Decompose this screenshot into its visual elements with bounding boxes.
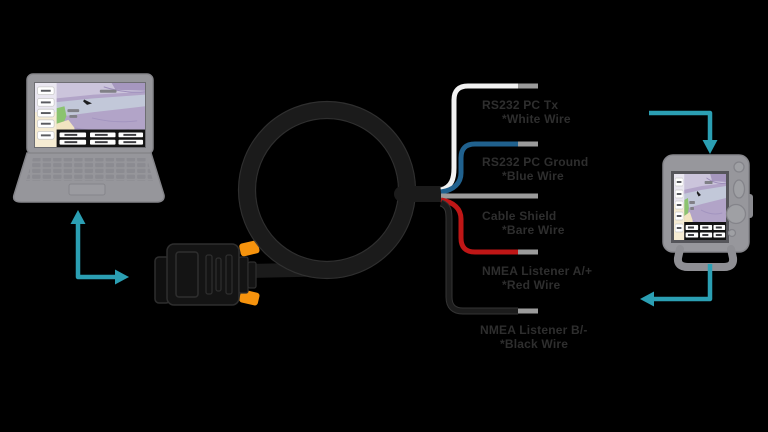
connector-body — [166, 243, 240, 306]
wire-label-rs232-pc-tx: RS232 PC Tx *White Wire — [482, 98, 571, 126]
wire-red — [440, 197, 518, 255]
arrowhead-up — [70, 210, 86, 224]
laptop-touchpad — [68, 183, 106, 196]
wire-label-sub: *Red Wire — [502, 278, 561, 292]
arrowhead-down — [702, 140, 718, 154]
gps-chartplotter-map — [674, 174, 726, 240]
connector-strain-relief — [247, 261, 257, 289]
connector-slot — [205, 254, 213, 295]
arrowhead-left — [640, 291, 654, 307]
wire-label-rs232-pc-ground: RS232 PC Ground *Blue Wire — [482, 155, 588, 183]
wire-label-sub: *Bare Wire — [502, 223, 565, 237]
wire-label-title: NMEA Listener A/+ — [482, 264, 593, 278]
wire-white — [440, 83, 518, 193]
left-elbow-arrow — [70, 210, 129, 285]
laptop-keyboard — [26, 158, 153, 181]
wire-label-nmea-listener-a: NMEA Listener A/+ *Red Wire — [482, 264, 592, 292]
gps-out-arrow — [640, 264, 713, 307]
wire-label-cable-shield: Cable Shield *Bare Wire — [482, 209, 565, 237]
wire-label-title: NMEA Listener B/- — [480, 323, 588, 337]
gps-down-arrow — [649, 110, 718, 154]
connector-slot — [225, 254, 233, 295]
arrowhead-right — [115, 269, 129, 285]
wire-label-nmea-listener-b: NMEA Listener B/- *Black Wire — [480, 323, 588, 351]
laptop-chartplotter-map — [35, 83, 145, 147]
wire-label-sub: *Black Wire — [500, 337, 569, 351]
wire-label-title: Cable Shield — [482, 209, 557, 223]
wire-label-sub: *Blue Wire — [502, 169, 564, 183]
wires — [439, 83, 538, 315]
wire-black — [439, 200, 518, 314]
laptop — [12, 73, 165, 203]
connector-inner-plate — [175, 251, 199, 298]
connector-slot — [215, 257, 222, 292]
gps-bracket — [673, 245, 738, 271]
gps-buttons — [725, 161, 747, 238]
cable-loop — [237, 100, 449, 280]
gps-device — [662, 154, 753, 271]
connector-strain-relief — [238, 256, 249, 294]
wire-label-sub: *White Wire — [502, 112, 571, 126]
wire-label-title: RS232 PC Ground — [482, 155, 589, 169]
wire-blue — [440, 141, 518, 195]
wire-label-title: RS232 PC Tx — [482, 98, 559, 112]
